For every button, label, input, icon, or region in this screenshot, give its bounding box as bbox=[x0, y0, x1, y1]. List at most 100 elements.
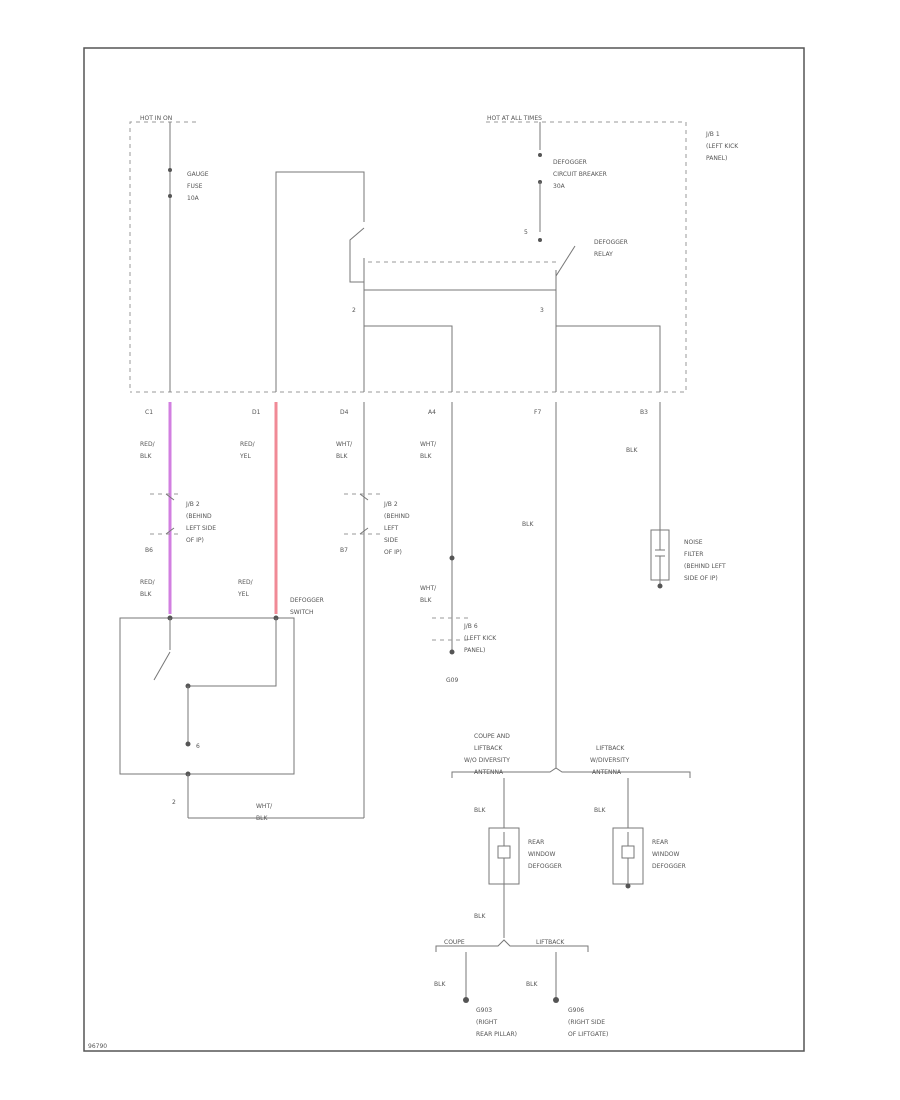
ground-dot bbox=[449, 649, 455, 655]
ground-line: REAR PILLAR) bbox=[476, 1031, 517, 1038]
gauge-fuse-contact bbox=[168, 168, 172, 172]
variant-line: W/DIVERSITY bbox=[590, 757, 630, 764]
jb1-line: PANEL) bbox=[706, 155, 727, 162]
jb-lower-line: PANEL) bbox=[464, 647, 485, 654]
wire-red-blk-label: RED/ BLK bbox=[140, 441, 156, 460]
capacitor-icon bbox=[655, 530, 665, 584]
jb1-boundary bbox=[129, 121, 196, 388]
defogger-cb-line: CIRCUIT BREAKER bbox=[553, 171, 607, 178]
connector-a4: A4 bbox=[428, 409, 436, 416]
ground-dot bbox=[625, 883, 631, 889]
jb2-line: (BEHIND bbox=[384, 513, 410, 520]
hot-in-on-label: HOT IN ON bbox=[140, 115, 172, 122]
relay-pin-right: 3 bbox=[540, 307, 544, 314]
jb2-line: OF IP) bbox=[384, 549, 402, 556]
gauge-fuse-label: GAUGE FUSE 10A bbox=[187, 171, 209, 202]
wire-blk-b3-label: BLK bbox=[626, 447, 638, 454]
relay-coil bbox=[349, 227, 365, 283]
variant-line: LIFTBACK bbox=[474, 745, 503, 752]
wire-wht-blk-label: WHT/ BLK bbox=[336, 441, 353, 460]
jb2-line: LEFT SIDE bbox=[186, 525, 216, 532]
heater-grid-icon bbox=[621, 832, 635, 884]
wire-label-line: RED/ bbox=[140, 441, 156, 448]
ground-dot bbox=[657, 583, 663, 589]
jb2-line: OF IP) bbox=[186, 537, 204, 544]
noise-filter-line: FILTER bbox=[684, 551, 703, 558]
defogger-cb-label: DEFOGGER CIRCUIT BREAKER 30A bbox=[553, 159, 607, 190]
wire-label-line: BLK bbox=[336, 453, 348, 460]
coupe-label: COUPE bbox=[444, 939, 465, 946]
circuit-breaker-contact bbox=[538, 153, 542, 157]
defogger-line: REAR bbox=[652, 839, 668, 846]
jb2-line: J/B 2 bbox=[383, 501, 398, 508]
wire-label-line: BLK bbox=[140, 591, 152, 598]
rear-defogger-1-label: REAR WINDOW DEFOGGER bbox=[528, 839, 562, 870]
jb1-label: J/B 1 (LEFT KICK PANEL) bbox=[705, 131, 739, 162]
wire-label-line: WHT/ bbox=[420, 441, 437, 448]
noise-filter-line: (BEHIND LEFT bbox=[684, 563, 726, 570]
wire-label-line: BLK bbox=[420, 597, 432, 604]
wire-wht-blk-a4-label: WHT/ BLK bbox=[420, 441, 437, 460]
pin-6: 6 bbox=[196, 743, 200, 750]
ground-line: G906 bbox=[568, 1007, 584, 1014]
connector-d4: D4 bbox=[340, 409, 349, 416]
noise-filter-line: NOISE bbox=[684, 539, 703, 546]
ground-line: G903 bbox=[476, 1007, 492, 1014]
bottom-wire-label: WHT/ BLK bbox=[256, 803, 273, 822]
splice-dot bbox=[449, 555, 455, 561]
wire-label-line: RED/ bbox=[238, 579, 254, 586]
ground-right-label: G906 (RIGHT SIDE OF LIFTGATE) bbox=[568, 1007, 608, 1038]
defogger-line: WINDOW bbox=[528, 851, 556, 858]
wire-blk-liftback-label: BLK bbox=[526, 981, 538, 988]
jb2-line: SIDE bbox=[384, 537, 398, 544]
jb2-left-label: J/B 2 (BEHIND LEFT SIDE OF IP) bbox=[185, 501, 216, 544]
defogger-switch-label: DEFOGGER SWITCH bbox=[290, 597, 324, 616]
switch-node bbox=[185, 741, 191, 747]
gauge-fuse-contact bbox=[168, 194, 172, 198]
defogger-relay-label: DEFOGGER RELAY bbox=[594, 239, 628, 258]
ground-g09: G09 bbox=[446, 677, 458, 684]
variant-bracket bbox=[451, 767, 691, 778]
diagram-frame bbox=[83, 47, 805, 1052]
wire-label-line: WHT/ bbox=[336, 441, 353, 448]
noise-filter-label: NOISE FILTER (BEHIND LEFT SIDE OF IP) bbox=[684, 539, 726, 582]
variant-line: LIFTBACK bbox=[596, 745, 625, 752]
coupe-liftback-bracket bbox=[435, 939, 589, 952]
wire-label-line: WHT/ bbox=[256, 803, 273, 810]
relay-switch bbox=[555, 245, 576, 277]
pin-2: 2 bbox=[172, 799, 176, 806]
connector-c1: C1 bbox=[145, 409, 153, 416]
gauge-fuse-line: FUSE bbox=[187, 183, 203, 190]
liftback-label: LIFTBACK bbox=[536, 939, 565, 946]
defogger-cb-line: DEFOGGER bbox=[553, 159, 587, 166]
wire-blk-f7-label: BLK bbox=[522, 521, 534, 528]
ground-left-label: G903 (RIGHT REAR PILLAR) bbox=[476, 1007, 517, 1038]
rear-defogger-2-label: REAR WINDOW DEFOGGER bbox=[652, 839, 686, 870]
defogger-line: DEFOGGER bbox=[528, 863, 562, 870]
jb2-left-boundary bbox=[150, 493, 180, 535]
defogger-switch-line: DEFOGGER bbox=[290, 597, 324, 604]
wire-blk-def-out-label: BLK bbox=[474, 913, 486, 920]
connector-d1: D1 bbox=[252, 409, 261, 416]
jb2-right-label: J/B 2 (BEHIND LEFT SIDE OF IP) bbox=[383, 501, 410, 556]
switch-contact bbox=[153, 618, 171, 681]
jb2-right-connector bbox=[359, 493, 369, 535]
jb1-line: J/B 1 bbox=[705, 131, 720, 138]
pin-b6: B6 bbox=[145, 547, 153, 554]
relay-pin-top: 5 bbox=[524, 229, 528, 236]
ground-line: OF LIFTGATE) bbox=[568, 1031, 608, 1038]
gauge-fuse-line: GAUGE bbox=[187, 171, 209, 178]
noise-filter-line: SIDE OF IP) bbox=[684, 575, 718, 582]
ground-line: (RIGHT bbox=[476, 1019, 497, 1026]
defogger-relay-line: DEFOGGER bbox=[594, 239, 628, 246]
defogger-line: REAR bbox=[528, 839, 544, 846]
variant-line: COUPE AND bbox=[474, 733, 510, 740]
defogger-switch-box bbox=[119, 617, 295, 775]
jb1-line: (LEFT KICK bbox=[706, 143, 739, 150]
ground-g903-dot bbox=[463, 997, 469, 1003]
defogger-relay-line: RELAY bbox=[594, 251, 613, 258]
jb2-left-connector bbox=[165, 493, 175, 535]
jb-lower-label: J/B 6 (LEFT KICK PANEL) bbox=[463, 623, 497, 654]
variant-line: W/O DIVERSITY bbox=[464, 757, 510, 764]
